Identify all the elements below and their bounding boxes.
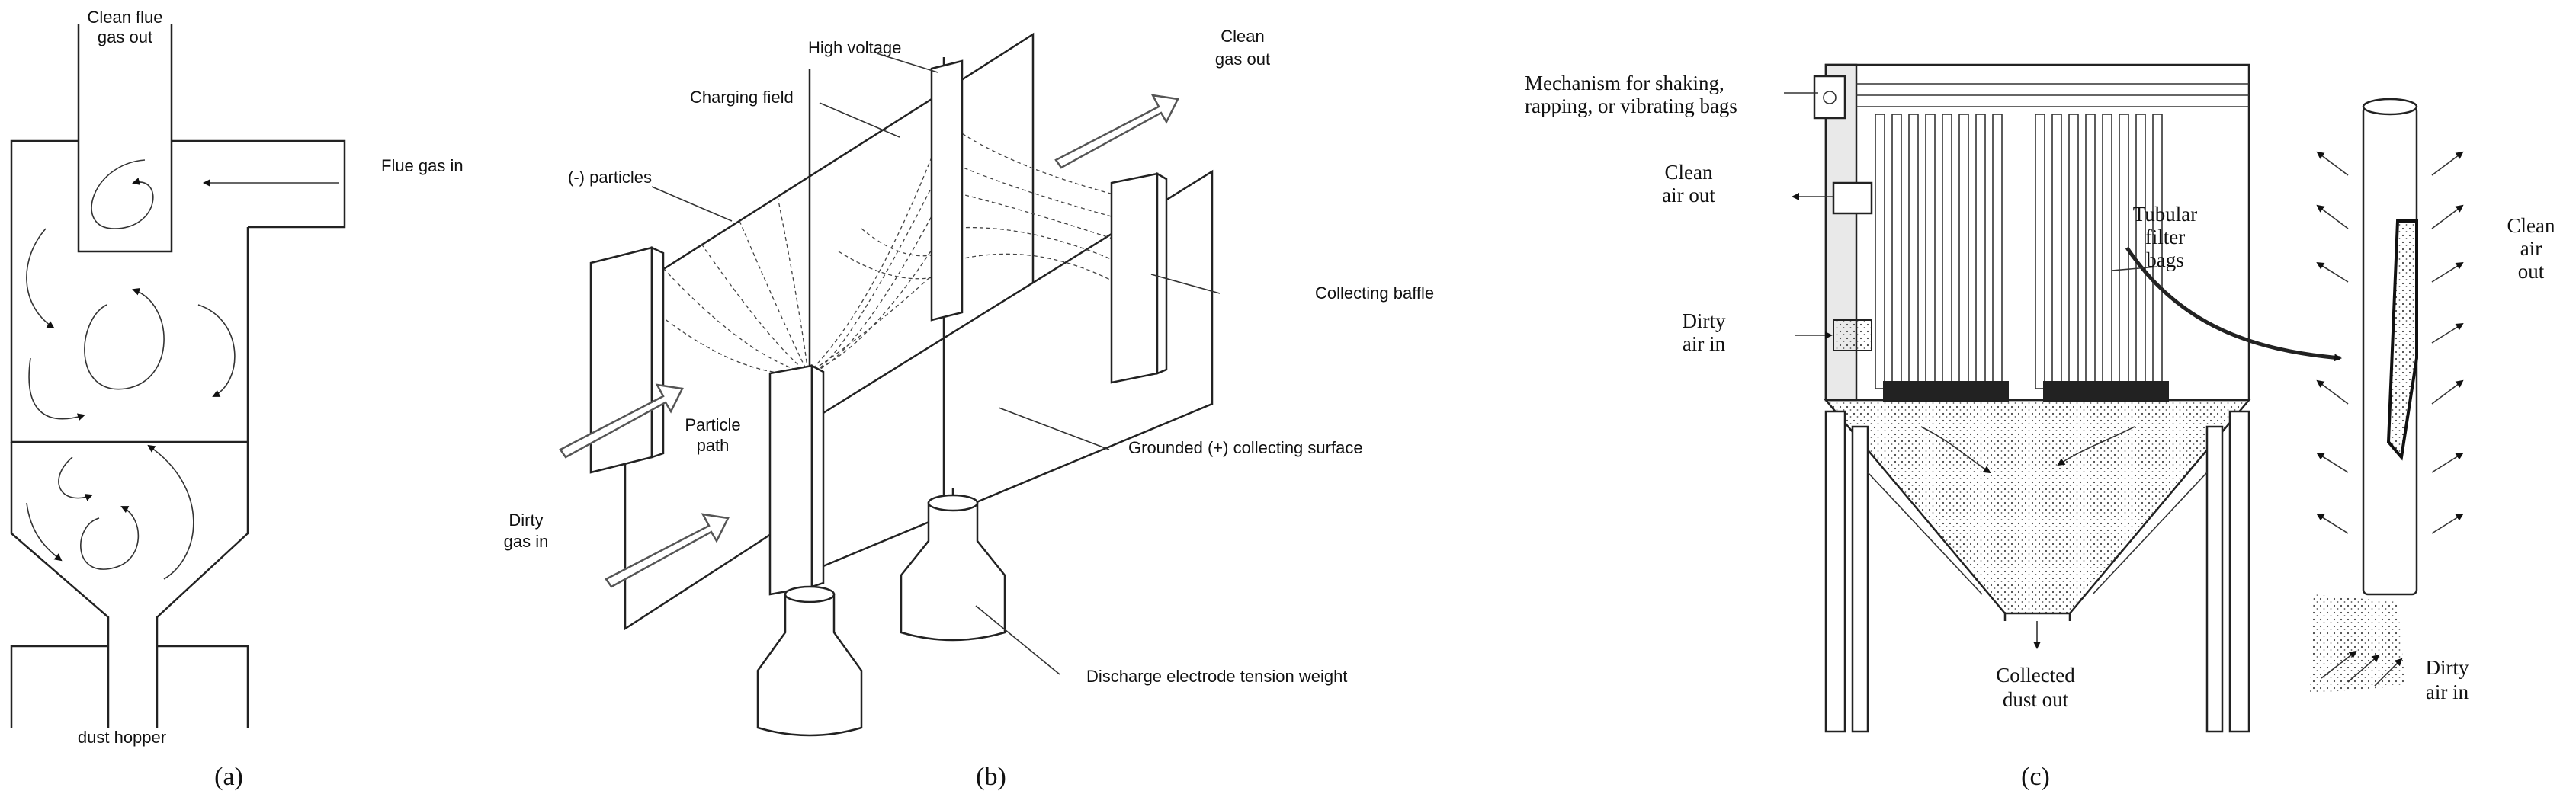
bag-clean-air-label-3: out (2518, 260, 2545, 283)
particle-path-label-2: path (697, 436, 730, 455)
flue-gas-in-label: Flue gas in (381, 156, 464, 175)
collecting-baffle-label: Collecting baffle (1315, 283, 1434, 303)
clean-gas-out-label: Clean (1221, 27, 1264, 46)
tension-weights (756, 488, 1006, 737)
clean-gas-out-label-2: gas out (1215, 50, 1270, 69)
cyclone-body (10, 24, 346, 728)
caption-a: (a) (214, 763, 243, 791)
charging-field-label: Charging field (690, 88, 794, 107)
bag-clean-air-label-2: air (2520, 237, 2542, 260)
mechanism-label-2: rapping, or vibrating bags (1525, 94, 1737, 117)
particle-path-label: Particle (685, 415, 740, 434)
mechanism-label: Mechanism for shaking, (1525, 72, 1724, 94)
baghouse-ports (1784, 92, 1873, 351)
clean-flue-out-label-2: gas out (98, 27, 152, 46)
tension-weight-label: Discharge electrode tension weight (1086, 667, 1347, 686)
grounded-surface-label: Grounded (+) collecting surface (1128, 438, 1363, 457)
high-voltage-label: High voltage (808, 38, 901, 57)
cyclone-diagram: Clean flue gas out Flue gas in dust hopp… (10, 8, 464, 791)
baghouse-housing (1813, 63, 2250, 402)
dirty-air-in-label-2: air in (1683, 332, 1726, 355)
dirty-gas-in-label: Dirty (508, 511, 543, 530)
baghouse-hopper (1824, 399, 2251, 649)
dirty-air-in-label: Dirty (1683, 309, 1726, 332)
bag-dirty-air-label: Dirty (2426, 656, 2469, 679)
vortex-swirls (26, 159, 236, 580)
bag-dirty-air-label-2: air in (2426, 680, 2469, 703)
baghouse-diagram: Mechanism for shaking, rapping, or vibra… (1525, 63, 2555, 791)
bag-flow-arrows (2111, 151, 2464, 687)
collected-dust-label-2: dust out (2003, 688, 2069, 711)
gas-flow-arrows (559, 94, 1179, 588)
clean-flue-out-label: Clean flue (87, 8, 162, 27)
esp-leader-lines (651, 53, 1221, 675)
esp-diagram: High voltage Charging field (-) particle… (504, 27, 1435, 791)
filter-bags (1875, 114, 2169, 402)
collected-dust-label: Collected (1996, 664, 2075, 687)
bag-closeup (2310, 98, 2418, 693)
dust-hopper-label: dust hopper (78, 728, 166, 747)
clean-air-out-label-2: air out (1662, 184, 1715, 207)
caption-b: (b) (976, 763, 1006, 791)
dirty-gas-in-label-2: gas in (504, 532, 549, 551)
clean-air-out-label: Clean (1665, 161, 1713, 184)
bag-clean-air-label: Clean (2507, 214, 2555, 237)
tubular-bags-label: Tubular (2133, 203, 2198, 226)
tubular-bags-label-3: bags (2146, 248, 2184, 271)
caption-c: (c) (2021, 763, 2050, 791)
baghouse-legs (1824, 410, 2250, 733)
tubular-bags-label-2: filter (2145, 226, 2185, 248)
particles-label: (-) particles (568, 168, 652, 187)
